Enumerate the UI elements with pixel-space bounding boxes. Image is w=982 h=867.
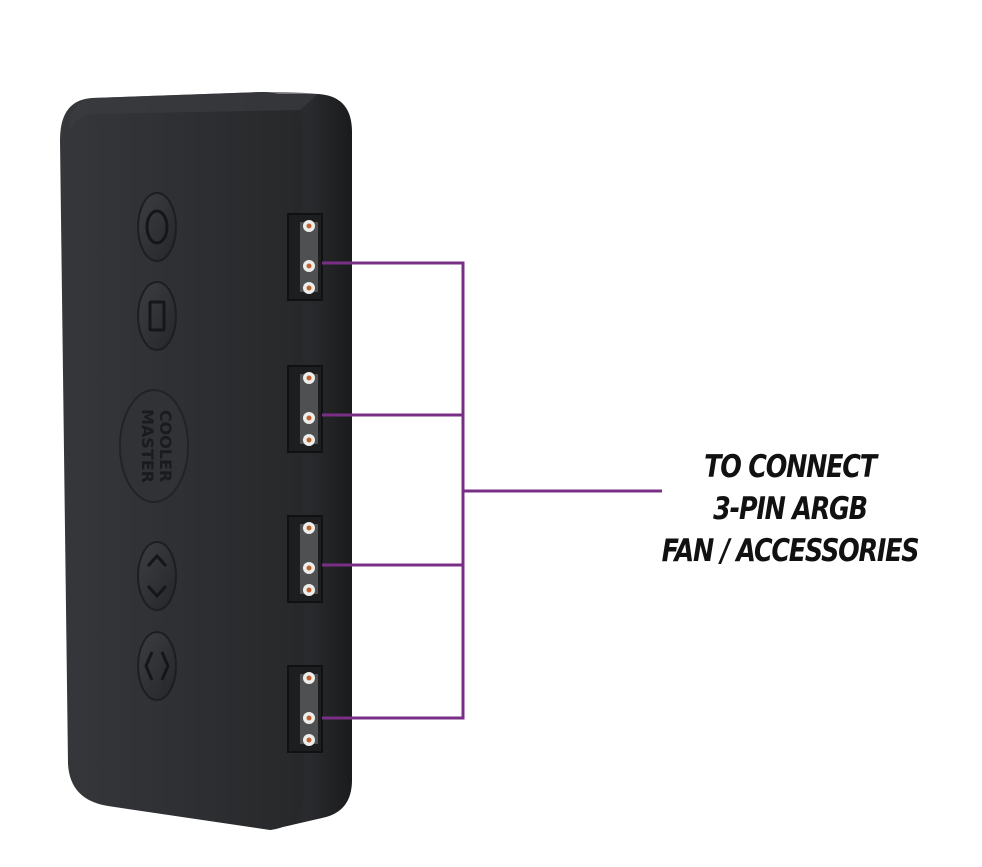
argb-port-3[interactable]	[287, 515, 323, 603]
left-right-button[interactable]	[137, 631, 177, 701]
mode-button[interactable]	[137, 281, 177, 351]
left-right-arrow-icon	[144, 651, 170, 681]
power-button[interactable]	[137, 192, 177, 262]
argb-port-4[interactable]	[287, 665, 323, 753]
logo-line-1: COOLER	[156, 410, 175, 482]
mode-square-icon	[148, 300, 166, 332]
cooler-master-logo: COOLER MASTER	[119, 389, 189, 503]
up-down-arrow-icon	[146, 553, 168, 599]
caption-line-1: TO CONNECT	[704, 449, 877, 485]
logo-line-2: MASTER	[138, 409, 157, 483]
up-down-button[interactable]	[137, 541, 177, 611]
caption-line-2: 3-PIN ARGB	[713, 491, 868, 527]
argb-port-2[interactable]	[287, 365, 323, 453]
callout-caption: TO CONNECT 3-PIN ARGB FAN / ACCESSORIES	[659, 446, 921, 572]
device-top-edge	[69, 92, 318, 132]
callout-lines	[322, 261, 662, 720]
argb-port-1[interactable]	[287, 213, 323, 301]
power-circle-icon	[145, 209, 169, 245]
caption-line-3: FAN / ACCESSORIES	[661, 533, 920, 569]
